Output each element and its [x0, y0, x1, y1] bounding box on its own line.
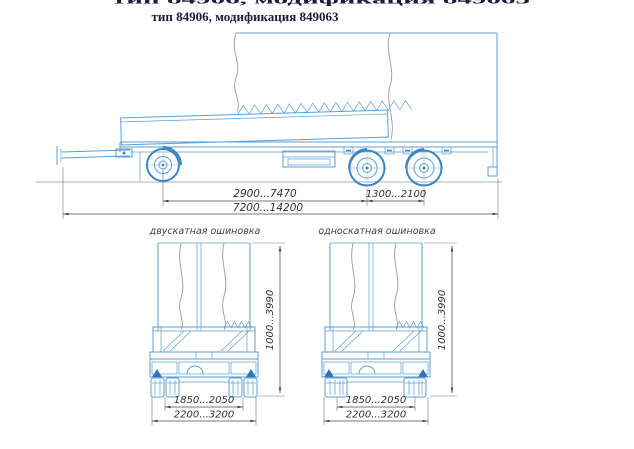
rear-view-dual-label: двускатная ошиновка: [149, 226, 261, 237]
stake-rack: [120, 99, 412, 146]
side-dimensions: 2900...7470 1300...2100 7200...14200: [62, 167, 499, 219]
rear-wheel-2: [404, 148, 443, 187]
timber-ends-zigzag: [237, 99, 412, 115]
dim-wheelbase: 2900...7470: [233, 188, 297, 200]
rear-view-single: односкатная ошиновка 1850...2050 2200...…: [318, 226, 457, 425]
rear-bogie-wheels: [343, 146, 452, 187]
rear-view-dual: двускатная ошиновка 1850...2050 2200...3…: [149, 226, 285, 425]
dual-wheels: [150, 377, 258, 398]
dim-overall-width-single: 2200...3200: [346, 410, 406, 421]
rear-view-single-label: односкатная ошиновка: [318, 226, 436, 237]
rear-step: [487, 166, 498, 177]
drawbar: [56, 146, 133, 165]
dim-overall-width-dual: 2200...3200: [174, 410, 234, 421]
dim-track-dual: 1850...2050: [174, 395, 234, 406]
cargo-load-side: [233, 32, 498, 167]
dim-overall-length: 7200...14200: [233, 202, 303, 214]
side-view: 2900...7470 1300...2100 7200...14200: [36, 32, 502, 219]
rear-wheel-1: [347, 148, 386, 187]
dim-height-single: 1000...3990: [437, 290, 448, 350]
dim-track-single: 1850...2050: [346, 395, 406, 406]
front-fender-arc: [162, 146, 182, 166]
dim-height-dual: 1000...3990: [265, 290, 276, 350]
toolbox: [282, 150, 336, 168]
dim-bogie-spread: 1300...2100: [366, 189, 426, 200]
page-title: тип 84906, модификация 849063: [151, 9, 339, 24]
clipped-title-line: тип 84906, модификация 849063: [112, 0, 531, 7]
single-wheels: [324, 377, 427, 398]
